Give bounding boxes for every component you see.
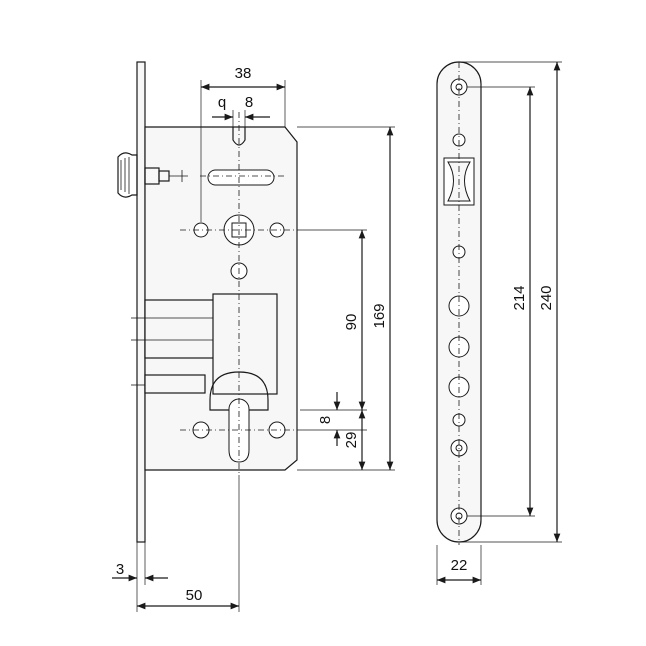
euro-cylinder-cutout (192, 371, 286, 463)
dim-38: 38 (235, 65, 252, 82)
dim-169: 169 (371, 303, 388, 328)
faceplate-front-view (436, 61, 482, 545)
dim-cyl-8: 8 (317, 416, 334, 424)
dimension-labels: 38 q 8 90 169 8 29 3 50 22 214 240 (116, 65, 555, 604)
dim-q-value: 8 (245, 94, 253, 111)
dim-q-label: q (218, 94, 226, 111)
faceplate-side (136, 61, 146, 543)
dimension-lines (112, 61, 562, 612)
dim-29: 29 (343, 432, 360, 449)
lock-side-view (117, 61, 300, 543)
dim-3: 3 (116, 561, 124, 578)
dim-214: 214 (511, 285, 528, 310)
dim-50: 50 (186, 587, 203, 604)
dim-22: 22 (451, 557, 468, 574)
faceplate-screw-bottom (450, 507, 468, 525)
dim-90: 90 (343, 314, 360, 331)
latch-slot (207, 169, 275, 186)
latch-opening (443, 157, 475, 206)
deadbolt (131, 293, 278, 395)
latch-bolt (117, 152, 188, 198)
dim-240: 240 (538, 285, 555, 310)
